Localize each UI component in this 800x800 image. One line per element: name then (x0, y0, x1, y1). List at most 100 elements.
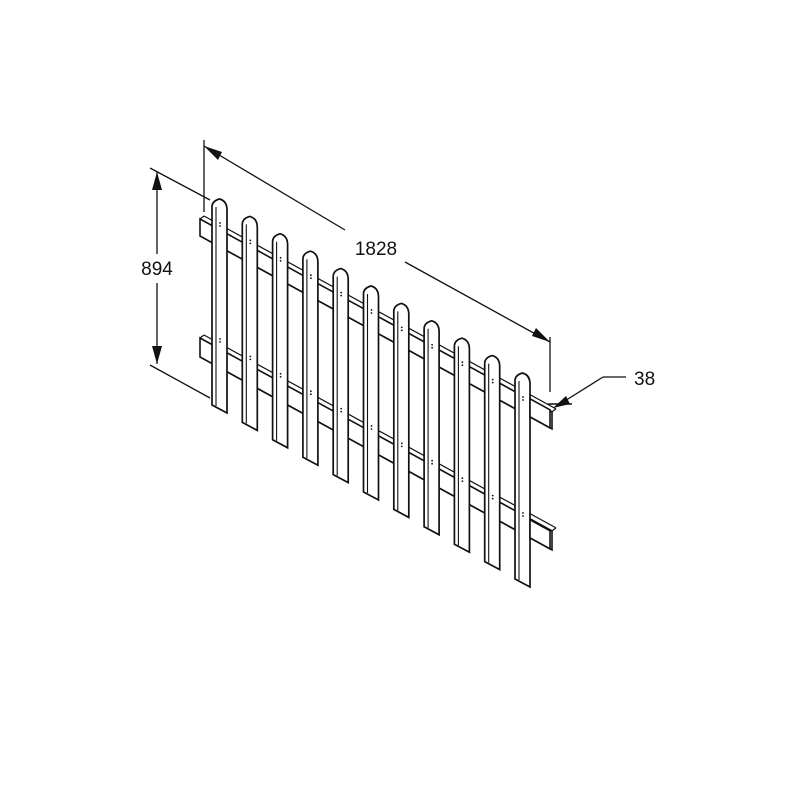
nail-mark (310, 277, 312, 280)
lower-rail-gap-edge (256, 387, 273, 398)
nail-mark (219, 222, 221, 224)
lower-rail-gap-edge (499, 520, 516, 531)
nail-mark (370, 425, 373, 427)
picket (302, 250, 319, 467)
upper-rail-gap-edge (256, 266, 273, 277)
pickets (211, 198, 531, 589)
picket-board (332, 267, 350, 485)
upper-rail-gap-edge (408, 349, 425, 360)
picket-board (483, 354, 501, 572)
nail-mark (461, 361, 464, 364)
upper-rail-gap-edge (317, 299, 334, 310)
lower-rail-gap-edge (408, 470, 425, 481)
nail-mark (522, 396, 524, 398)
nail-mark (249, 242, 252, 245)
picket (514, 372, 531, 589)
nail-mark (431, 346, 433, 349)
lower-rail-gap-edge (378, 454, 395, 464)
nail-mark (249, 358, 252, 361)
picket-board (423, 319, 440, 537)
nail-mark (310, 390, 312, 393)
picket-board (362, 285, 380, 502)
picket-board (453, 337, 471, 554)
height-dimension-label: 894 (141, 259, 173, 280)
picket (362, 285, 380, 502)
nail-mark (491, 378, 494, 381)
nail-mark (400, 445, 403, 448)
upper-rail-gap-edge (347, 316, 364, 327)
length-dimension-label: 1828 (355, 239, 397, 260)
nail-mark (279, 375, 282, 378)
height-extension-bottom (149, 364, 211, 399)
picket (241, 215, 259, 432)
length-dimension-line-a (203, 145, 346, 231)
lower-rail-gap-edge (226, 371, 243, 381)
nail-mark (400, 442, 403, 445)
height-extension-top (149, 167, 211, 201)
upper-rail-gap-edge (469, 383, 486, 393)
nail-mark (431, 343, 433, 346)
length-dimension-line-b (404, 261, 551, 343)
upper-rail-end (529, 397, 551, 430)
picket-board (392, 302, 410, 519)
nail-mark (340, 410, 343, 413)
nail-mark (340, 294, 343, 297)
nail-mark (461, 364, 464, 367)
nail-mark (249, 239, 252, 242)
lower-rail-end (529, 518, 551, 551)
upper-rail-right-cap (551, 408, 557, 413)
nail-mark (279, 372, 282, 375)
picket-board (271, 232, 289, 450)
nail-mark (491, 381, 494, 384)
picket-board (211, 198, 228, 415)
upper-rail-gap-edge (287, 283, 304, 294)
upper-rail-left-cap (199, 215, 205, 220)
lower-rail-left-cap (199, 334, 205, 339)
nail-mark (219, 225, 221, 227)
nail-mark (219, 341, 221, 343)
upper-rail-gap-edge (438, 366, 455, 377)
picket (392, 302, 410, 519)
nail-mark (431, 459, 433, 462)
rails-front (226, 250, 551, 551)
upper-rail-gap-edge (499, 399, 516, 410)
nail-mark (461, 480, 464, 483)
picket-board (302, 250, 319, 467)
picket (453, 337, 471, 554)
nail-mark (431, 462, 433, 465)
lower-rail-gap-edge (347, 437, 364, 448)
picket (271, 232, 289, 450)
nail-mark (249, 355, 252, 358)
length-arrow-left (204, 146, 222, 160)
height-arrow-top (152, 172, 162, 190)
nail-mark (219, 338, 221, 340)
nail-mark (370, 309, 373, 311)
nail-mark (400, 326, 403, 329)
nail-mark (279, 256, 282, 259)
nail-mark (400, 329, 403, 332)
nail-mark (522, 512, 524, 514)
picket-board (514, 372, 531, 589)
lower-rail-gap-edge (438, 487, 455, 498)
picket (483, 354, 501, 572)
nail-mark (279, 259, 282, 262)
nail-mark (370, 428, 373, 430)
upper-rail-gap-edge (226, 250, 243, 260)
lower-rail-gap-edge (317, 420, 334, 431)
picket-board (241, 215, 259, 432)
height-arrow-bottom (152, 346, 162, 364)
picket (211, 198, 228, 415)
length-arrow-right (532, 328, 550, 342)
lower-rail-right-cap (551, 527, 557, 532)
nail-mark (522, 515, 524, 517)
nail-mark (340, 291, 343, 294)
lower-rail-gap-edge (469, 504, 486, 514)
picket (423, 319, 440, 537)
picket (332, 267, 350, 485)
lower-rail-gap-edge (287, 404, 304, 415)
nail-mark (491, 497, 494, 500)
nail-mark (461, 477, 464, 480)
nail-mark (522, 399, 524, 401)
